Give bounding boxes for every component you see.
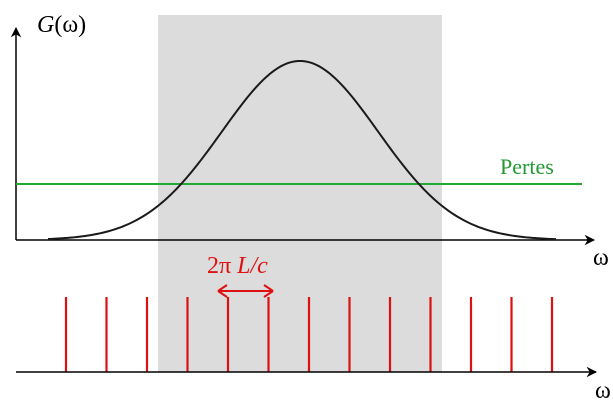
gain-curve (47, 59, 557, 241)
gain-argument: (ω) (54, 12, 86, 38)
gain-symbol: G (37, 12, 54, 38)
spacing-prefix: 2π (207, 253, 237, 279)
gain-axis-label: G(ω) (37, 12, 86, 38)
cavity-modes (64, 297, 554, 372)
mode-spacing-label: 2π L/c (207, 253, 268, 279)
omega-label-top: ω (593, 245, 609, 271)
spacing-variable: L/c (236, 253, 268, 279)
gain-window (158, 15, 442, 372)
mode-spacing-bracket (217, 284, 274, 298)
losses-label: Pertes (500, 154, 554, 179)
omega-label-bottom: ω (595, 378, 611, 402)
